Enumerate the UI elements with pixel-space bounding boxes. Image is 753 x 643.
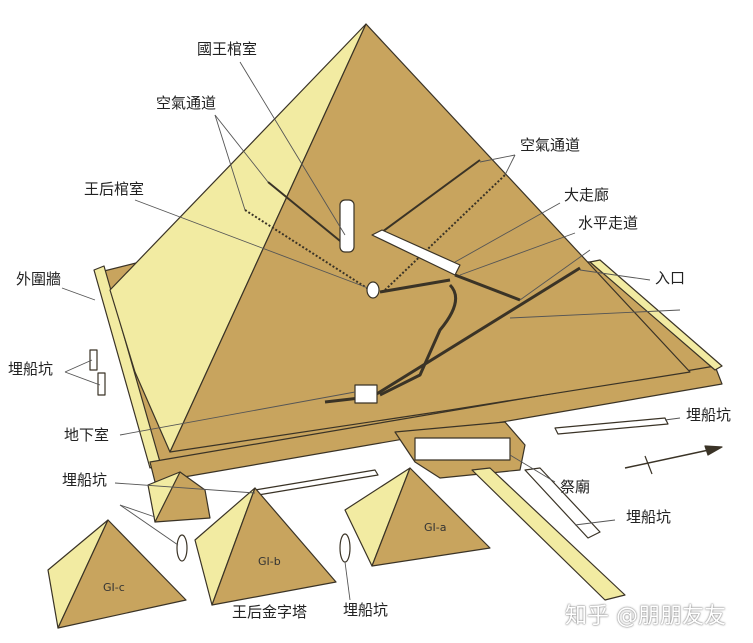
leader-lines [61,61,681,601]
queen-pyramid-gi-a [344,467,491,567]
queen-chamber [366,281,380,299]
queen-pyramid-gi-b [194,487,337,606]
label-queen-chamber: 王后棺室 [84,180,145,198]
interior-passages [244,159,581,404]
queen-pyramid-small [147,471,211,523]
label-king-chamber: 國王棺室 [197,40,258,58]
label-boat-pit-causeway: 埋船坑 [626,508,672,526]
label-boat-pit-lower-left: 埋船坑 [62,471,108,489]
label-queens-pyramids: 王后金字塔 [232,603,308,621]
label-gi-c: GI-c [103,581,125,594]
label-subterranean-chamber: 地下室 [64,426,110,444]
label-gi-b: GI-b [258,555,281,568]
king-chamber [339,199,355,253]
label-enclosure-wall: 外圍牆 [16,270,62,288]
boat-pits [89,349,669,563]
label-mortuary-temple: 祭廟 [560,478,591,496]
causeway [471,467,626,601]
label-boat-pit-left: 埋船坑 [8,360,54,378]
label-grand-gallery: 大走廊 [564,186,610,204]
enclosure-wall-right [589,259,723,371]
label-boat-pit-bottom: 埋船坑 [343,601,389,619]
temple-court [414,437,511,461]
label-air-shaft-left: 空氣通道 [156,94,217,112]
subterranean-chamber [354,384,378,404]
north-arrow-icon [624,445,723,475]
watermark: 知乎 @朋朋友友 [565,604,726,629]
label-boat-pit-right: 埋船坑 [686,406,732,424]
label-air-shaft-right: 空氣通道 [520,136,581,154]
label-entrance: 入口 [655,269,686,287]
label-horizontal-passage: 水平走道 [578,214,639,232]
queen-pyramid-gi-c [47,519,187,629]
label-gi-a: GI-a [424,521,447,534]
